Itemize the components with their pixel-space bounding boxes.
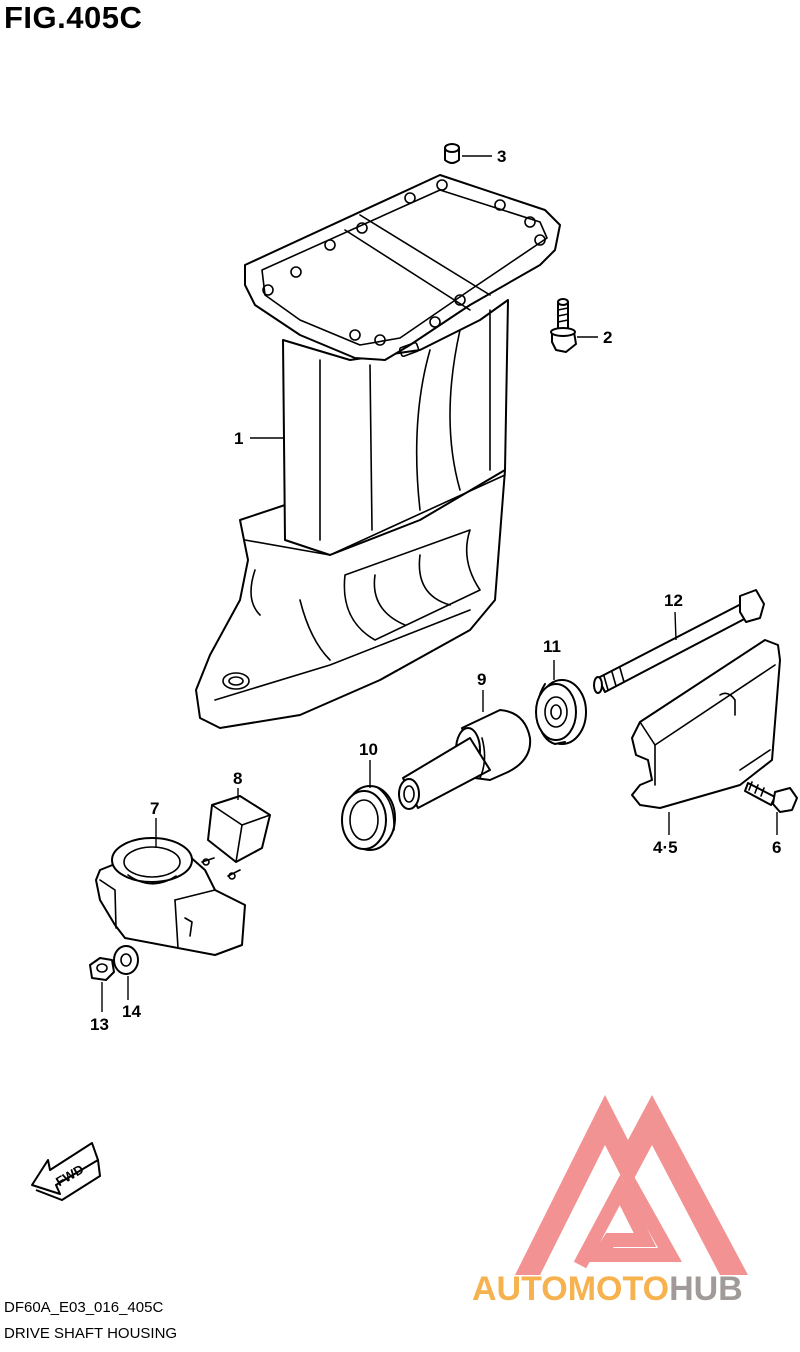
mount-bushing-part-11[interactable] [535, 679, 587, 745]
callout-3: 3 [497, 147, 506, 166]
callout-1: 1 [234, 429, 243, 448]
drive-shaft-housing-part[interactable] [195, 174, 561, 729]
callout-9: 9 [477, 670, 486, 689]
drawing-code: DF60A_E03_016_405C [4, 1299, 164, 1316]
automotohub-watermark: AUTOMOTOHUB [472, 1095, 748, 1308]
mount-rubber-part-9[interactable] [398, 709, 532, 810]
bolt-part-2[interactable] [550, 298, 577, 353]
callout-13: 13 [90, 1015, 109, 1034]
callout-7: 7 [150, 799, 159, 818]
callout-12: 12 [664, 591, 683, 610]
bracket-part-8[interactable] [201, 795, 271, 880]
callout-4-5: 4·5 [653, 838, 678, 857]
callout-14: 14 [122, 1002, 141, 1021]
watermark-brand-text: AUTOMOTOHUB [472, 1270, 743, 1308]
lower-mount-bracket-part-7[interactable] [95, 837, 246, 956]
callout-numbers: 3 2 1 12 11 9 10 8 7 4·5 6 13 14 [90, 147, 781, 1034]
mount-cover-part-4-5[interactable] [631, 639, 781, 809]
long-bolt-part-12[interactable] [593, 589, 765, 694]
leader-lines [101, 155, 778, 1012]
callout-8: 8 [233, 769, 242, 788]
fwd-arrow-icon: FWD [31, 1142, 102, 1202]
callout-2: 2 [603, 328, 612, 347]
figure-caption: DRIVE SHAFT HOUSING [4, 1325, 178, 1342]
figure-title: FIG.405C [4, 0, 143, 35]
bushing-ring-part-10[interactable] [341, 785, 396, 851]
washer-part-14[interactable] [113, 945, 139, 975]
callout-6: 6 [772, 838, 781, 857]
watermark-logo-triangle [515, 1095, 748, 1275]
callout-11: 11 [543, 637, 561, 656]
bolt-part-6[interactable] [744, 781, 798, 813]
nut-part-13[interactable] [89, 957, 115, 981]
dowel-pin-part[interactable] [444, 143, 460, 164]
callout-10: 10 [359, 740, 378, 759]
